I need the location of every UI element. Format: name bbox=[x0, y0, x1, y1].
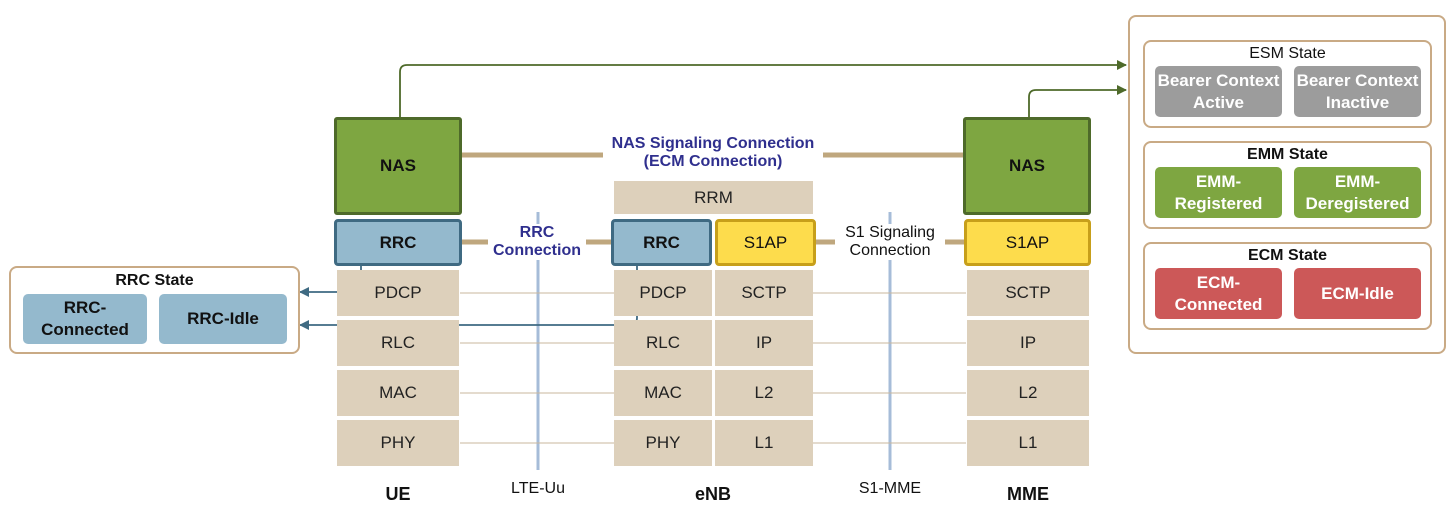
ue-mac-layer: MAC bbox=[337, 370, 459, 416]
enb-rrm-box: RRM bbox=[614, 181, 813, 214]
emm-registered-state: EMM-Registered bbox=[1155, 167, 1282, 218]
ecm-connected-state: ECM-Connected bbox=[1155, 268, 1282, 319]
ue-nas-to-state-arrow bbox=[399, 60, 1127, 117]
enb-l2-layer: L2 bbox=[715, 370, 813, 416]
mme-l2-layer: L2 bbox=[967, 370, 1089, 416]
mme-s1ap-box: S1AP bbox=[964, 219, 1091, 266]
enb-l1-layer: L1 bbox=[715, 420, 813, 466]
mme-l1-layer: L1 bbox=[967, 420, 1089, 466]
enb-rrc-box: RRC bbox=[611, 219, 712, 266]
rrc-state-panel: RRC State RRC-Connected RRC-Idle bbox=[9, 266, 300, 354]
ue-pdcp-layer: PDCP bbox=[337, 270, 459, 316]
mme-nas-to-state-arrow bbox=[1028, 85, 1127, 117]
ue-phy-layer: PHY bbox=[337, 420, 459, 466]
ue-rlc-layer: RLC bbox=[337, 320, 459, 366]
mme-nas-box: NAS bbox=[963, 117, 1091, 215]
mme-label: MME bbox=[1007, 484, 1049, 504]
mme-ip-layer: IP bbox=[967, 320, 1089, 366]
ue-nas-box: NAS bbox=[334, 117, 462, 215]
s1-signaling-connection-label: S1 Signaling Connection bbox=[835, 224, 945, 260]
enb-pdcp-layer: PDCP bbox=[614, 270, 712, 316]
rrc-connected-state: RRC-Connected bbox=[23, 294, 147, 344]
enb-rlc-layer: RLC bbox=[614, 320, 712, 366]
emm-state-panel: EMM State EMM-Registered EMM-Deregistere… bbox=[1143, 141, 1432, 229]
enb-s1ap-box: S1AP bbox=[715, 219, 816, 266]
rrc-idle-state: RRC-Idle bbox=[159, 294, 287, 344]
emm-deregistered-state: EMM-Deregistered bbox=[1294, 167, 1421, 218]
ue-label: UE bbox=[385, 484, 411, 504]
mme-nas-label: NAS bbox=[1009, 156, 1045, 175]
ue-nas-label: NAS bbox=[380, 156, 416, 175]
ue-rrc-box: RRC bbox=[334, 219, 462, 266]
nas-signaling-connection-label: NAS Signaling Connection (ECM Connection… bbox=[603, 135, 823, 171]
enb-label: eNB bbox=[694, 484, 731, 504]
enb-ip-layer: IP bbox=[715, 320, 813, 366]
enb-mac-layer: MAC bbox=[614, 370, 712, 416]
enb-sctp-layer: SCTP bbox=[715, 270, 813, 316]
ecm-state-panel: ECM State ECM-Connected ECM-Idle bbox=[1143, 242, 1432, 330]
ue-rrc-label: RRC bbox=[379, 232, 417, 252]
mme-sctp-layer: SCTP bbox=[967, 270, 1089, 316]
ecm-idle-state: ECM-Idle bbox=[1294, 268, 1421, 319]
rrc-connection-label: RRC Connection bbox=[488, 224, 586, 260]
emm-state-title: EMM State bbox=[1247, 146, 1328, 163]
ecm-state-title: ECM State bbox=[1247, 247, 1328, 264]
enb-phy-layer: PHY bbox=[614, 420, 712, 466]
esm-state-title: ESM State bbox=[1249, 45, 1326, 62]
rrc-state-title: RRC State bbox=[115, 272, 194, 289]
lte-uu-label: LTE-Uu bbox=[511, 480, 565, 497]
s1-mme-label: S1-MME bbox=[858, 480, 922, 497]
